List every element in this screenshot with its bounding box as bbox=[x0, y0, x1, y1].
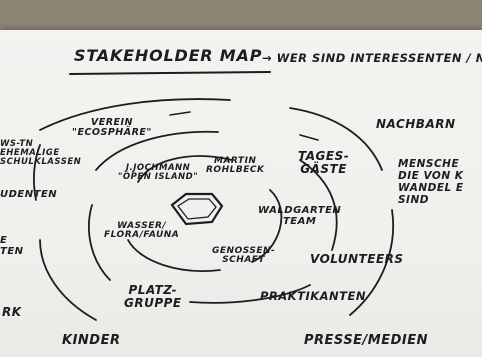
label-left-fragment-e-ten: E TEN bbox=[0, 235, 24, 257]
label-kinder: KINDER bbox=[62, 333, 121, 348]
label-wasser-flora-fauna: WASSER/ FLORA/FAUNA bbox=[104, 221, 180, 241]
label-genossenschaft: GENOSSEN- SCHAFT bbox=[212, 246, 276, 266]
title-underline bbox=[69, 71, 271, 75]
label-jochmann: J.JOCHMANN "OPEN ISLAND" bbox=[118, 163, 199, 182]
label-left-fragment-rk: RK bbox=[2, 305, 22, 319]
label-nachbarn: NACHBARN bbox=[376, 117, 456, 131]
label-waldgarten-team: WALDGARTEN TEAM bbox=[258, 205, 342, 227]
label-menschen: MENSCHE DIE VON K WANDEL E SIND bbox=[398, 158, 464, 207]
ring-dash bbox=[169, 111, 191, 116]
label-platzgruppe: PLATZ- GRUPPE bbox=[124, 283, 182, 310]
label-tagesgaste: TAGES- GÄSTE bbox=[298, 149, 350, 176]
label-volunteers: VOLUNTEERS bbox=[310, 252, 404, 266]
label-martin-rohlbeck: MARTIN ROHLBECK bbox=[206, 156, 265, 176]
label-praktikanten: PRAKTIKANTEN bbox=[260, 289, 366, 303]
label-presse-medien: PRESSE/MEDIEN bbox=[304, 333, 429, 348]
map-subtitle: → WER SIND INTERESSENTEN / N bbox=[262, 51, 482, 65]
map-title: STAKEHOLDER MAP bbox=[74, 46, 263, 65]
ring-3 bbox=[33, 98, 394, 321]
island-hexagon-icon bbox=[170, 192, 224, 226]
ring-2 bbox=[88, 130, 338, 304]
label-verein-ecosphare: VEREIN "ECOSPHÄRE" bbox=[72, 117, 152, 138]
ring-1 bbox=[127, 155, 283, 272]
island-hexagon-inner bbox=[177, 198, 217, 220]
label-left-fragment-ws-tn: WS-TN EHEMALIGE SCHULKLASSEN bbox=[0, 139, 82, 167]
label-left-fragment-studenten: UDENTEN bbox=[0, 189, 58, 200]
ring-dash-2 bbox=[299, 134, 319, 141]
